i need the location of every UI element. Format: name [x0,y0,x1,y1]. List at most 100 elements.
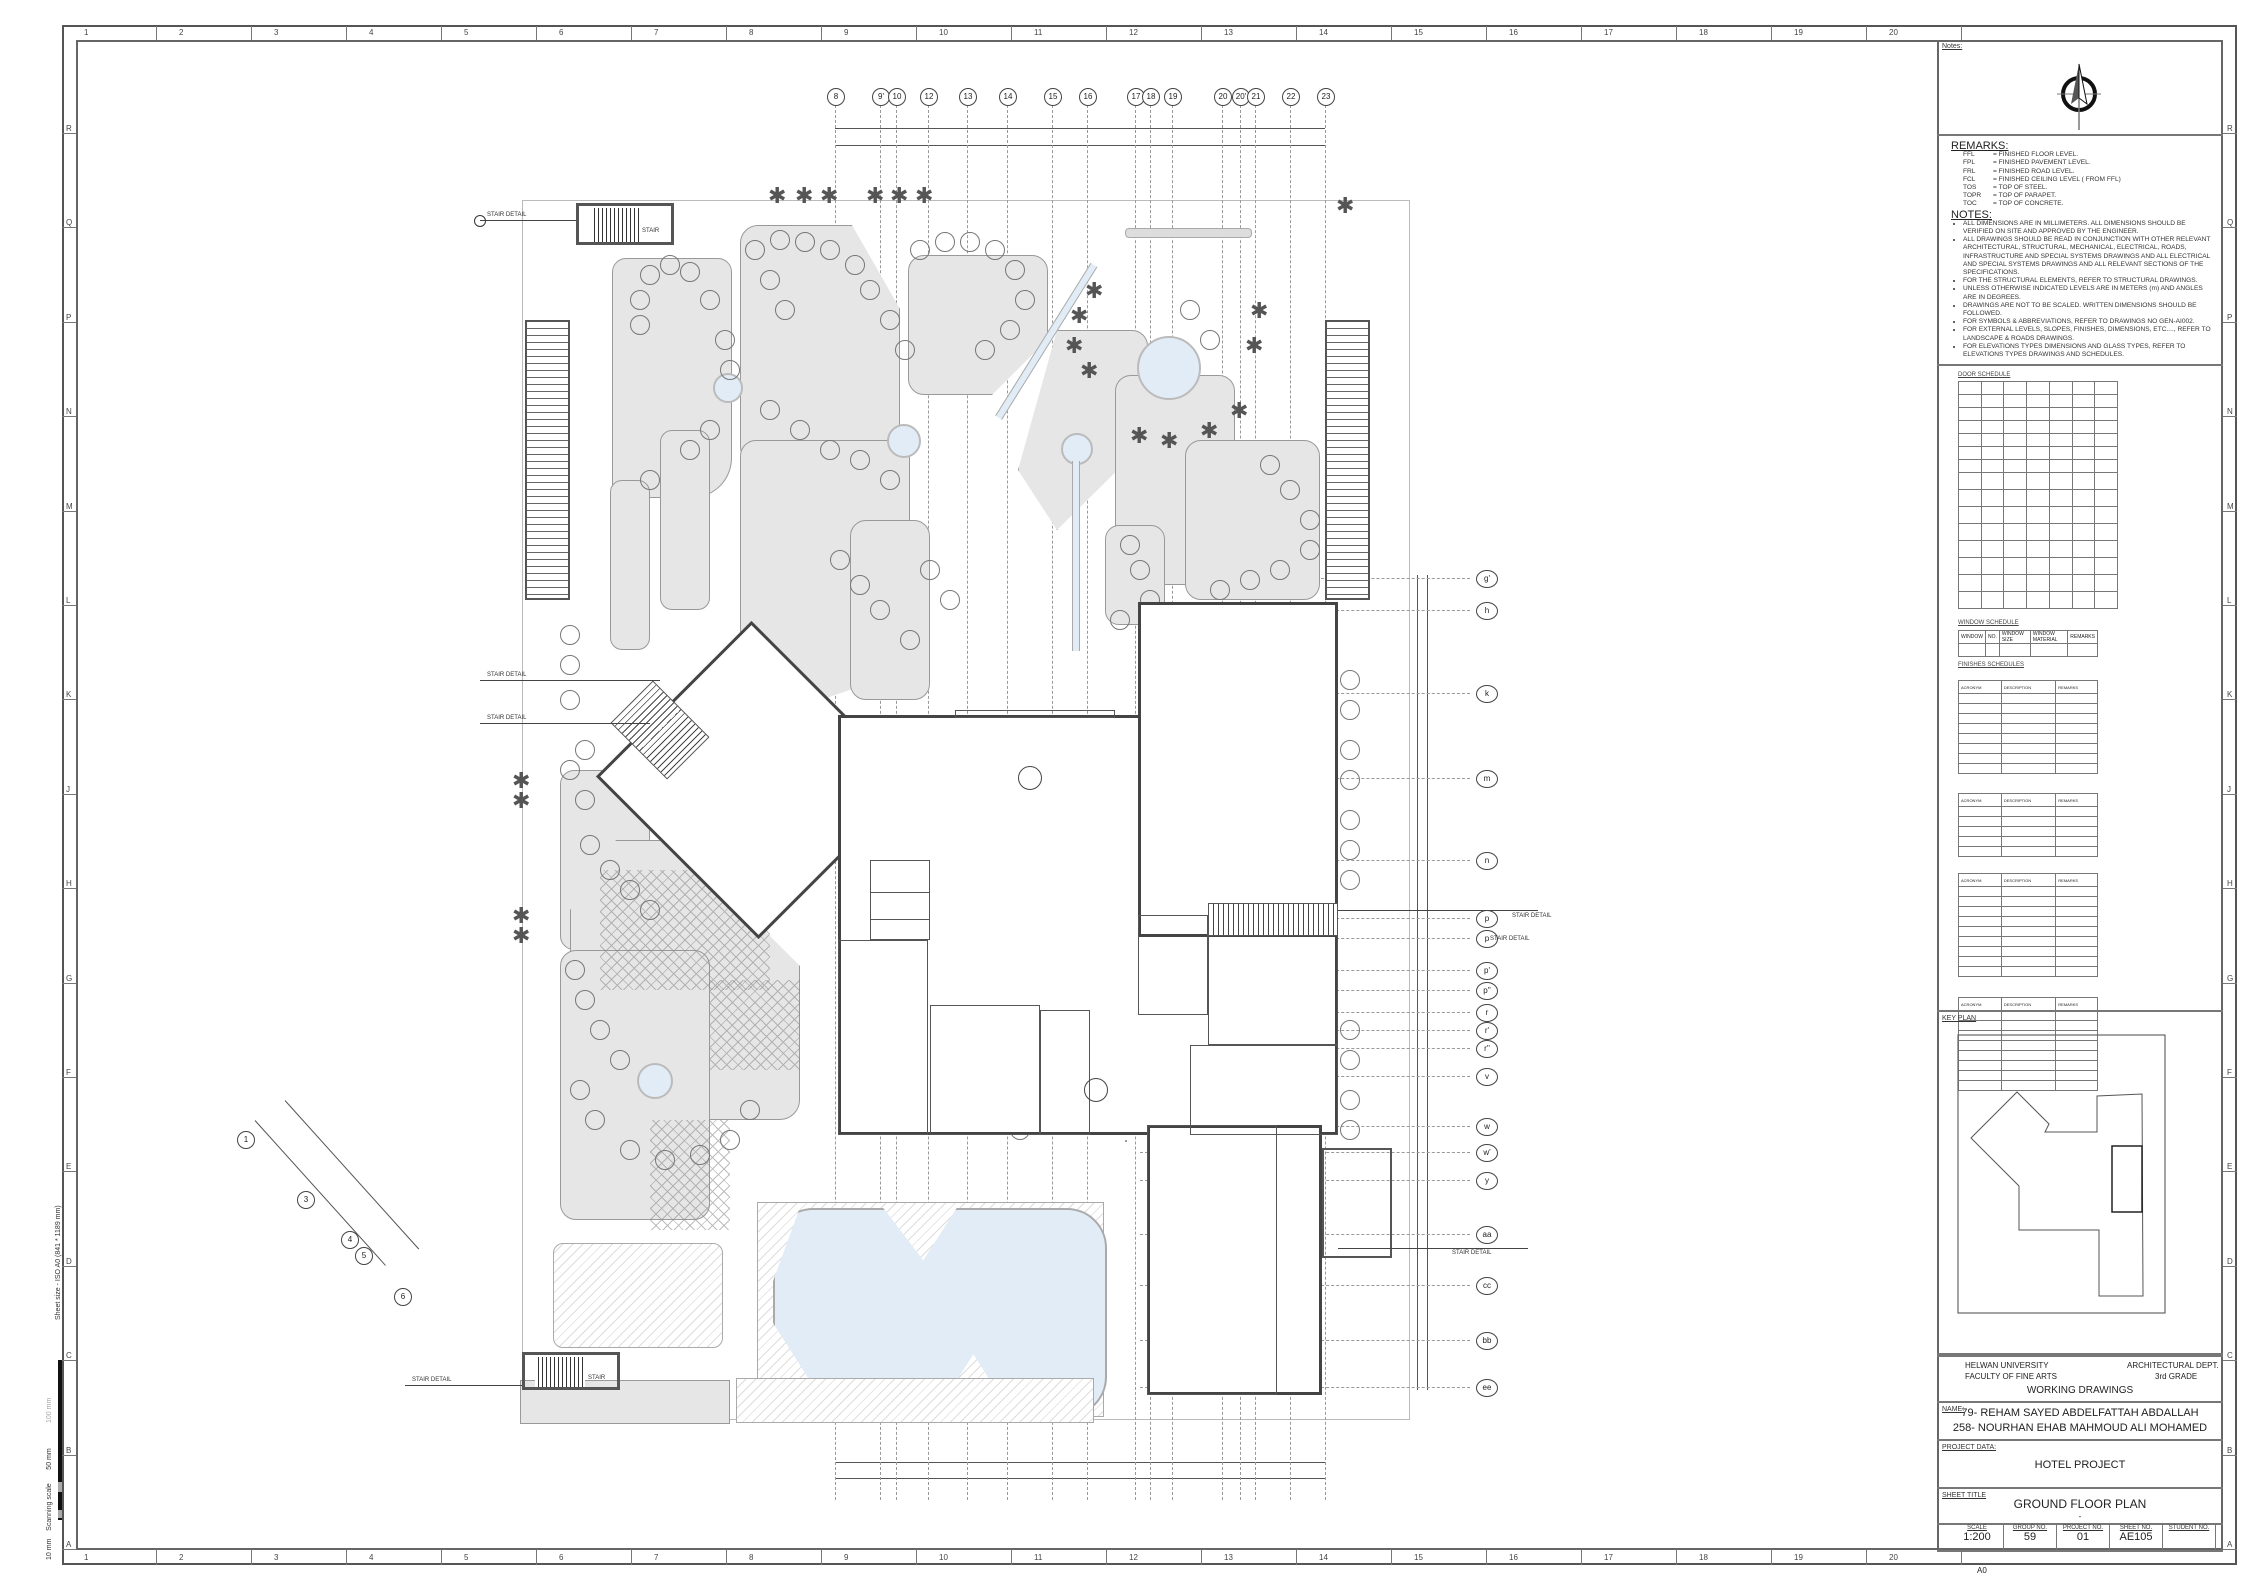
palm-icon: ✱ [512,768,531,793]
scale-mark-10: 10 mm [46,1538,53,1560]
title-field-group-no: GROUP NO.59 [2004,1525,2057,1552]
door-schedule-cell [1958,506,1982,524]
stair-detail-label: STAIR DETAIL [1512,913,1552,919]
window-header-no: NO. [1984,630,2000,644]
stair-label: STAIR [642,228,660,234]
stair-detail-label: STAIR DETAIL [487,212,527,218]
tree-icon [775,300,795,320]
finish-schedule-cell [2055,936,2098,947]
palm-icon: ✱ [1070,303,1089,328]
bench [1125,228,1252,238]
finish-schedule-cell [1958,906,2002,917]
grid-bubble: 13 [959,88,977,106]
margin-column-label: 2 [179,28,184,37]
margin-column-label: 13 [1224,28,1233,37]
remark-item: FFL= FINISHED FLOOR LEVEL. [1963,151,2215,159]
right-dimension-line-2 [1427,575,1428,1390]
grid-bubble: 5 [355,1247,373,1265]
lift-lobby [870,892,930,920]
door-schedule-cell [2048,540,2073,558]
tree-icon [690,1145,710,1165]
stair-detail-leader [1338,910,1538,911]
margin-column-cell [727,1550,822,1565]
tree-icon [1280,480,1300,500]
tree-icon [1300,510,1320,530]
finish-schedule-cell [2000,693,2057,704]
grid-bubble: 10 [888,88,906,106]
door-schedule-cell [2094,557,2118,575]
title-field-value: 1:200 [1963,1531,1991,1543]
finish-schedule-row [1958,836,2098,847]
door-schedule-cell [2071,472,2096,490]
door-schedule-cell [1958,591,1982,609]
margin-row-cell [2223,229,2237,323]
margin-column-label: 20 [1889,28,1898,37]
margin-column-label: 5 [464,1553,469,1562]
remarks-box: REMARKS: FFL= FINISHED FLOOR LEVEL.FPL= … [1937,136,2223,366]
finish-schedule-cell [2055,886,2098,897]
margin-column-label: 20 [1889,1553,1898,1562]
margin-row-label: A [2227,1540,2233,1549]
paved-strip [736,1378,1094,1423]
margin-column-label: 6 [559,28,564,37]
finish-schedule-cell [1958,826,2002,837]
sheet-title-label: SHEET TITLE [1942,1492,1987,1499]
door-schedule-cell [2071,446,2096,460]
tree-icon [1340,1090,1360,1110]
margin-column-label: 17 [1604,1553,1613,1562]
margin-column-cell [62,26,157,40]
margin-row-cell [62,1267,76,1362]
door-schedule-cell [1980,472,2005,490]
tree-icon [795,232,815,252]
tree-icon [880,470,900,490]
key-plan-box: KEY PLAN [1937,1010,2223,1355]
margin-column-label: 18 [1699,1553,1708,1562]
margin-column-label: 15 [1414,1553,1423,1562]
palm-icon: ✱ [512,923,531,948]
palm-icon: ✱ [820,183,839,208]
palm-icon: ✱ [1080,358,1099,383]
grid-bubble: 22 [1282,88,1300,106]
margin-row-cell [62,229,76,323]
north-arrow-icon [2057,63,2101,130]
stair-detail-leader [405,1385,522,1386]
door-schedule-cell [2094,591,2118,609]
finish-schedule-cell [1958,723,2002,734]
door-schedule-cell [2071,420,2096,434]
paved-court [553,1243,723,1348]
margin-column-cell [537,26,632,40]
door-schedule-cell [2094,523,2118,541]
window-header-remarks: REMARKS [2067,630,2098,644]
stair-label: STAIR [588,1375,606,1381]
finish-header-cell: REMARKS [2055,997,2098,1011]
door-schedule-cell [2048,420,2073,434]
margin-row-cell [62,134,76,229]
key-plan-diagram [1957,1034,2166,1314]
door-schedule-cell [2003,472,2028,490]
door-schedule-cell [1980,506,2005,524]
tree-icon [640,470,660,490]
palm-icon: ✱ [915,183,934,208]
margin-row-cell [2223,606,2237,701]
door-schedule-cell [2094,446,2118,460]
margin-row-label: M [66,501,73,511]
margin-column-cell [1772,26,1867,40]
margin-row-cell [62,606,76,701]
tree-icon [640,265,660,285]
grid-bubble: 23 [1317,88,1335,106]
tree-icon [700,290,720,310]
window-header-size: WINDOW SIZE [1998,630,2031,644]
drawing-type: WORKING DRAWINGS [2026,1385,2134,1396]
remark-abbr: TOC [1963,200,1977,208]
door-schedule-cell [1958,407,1982,421]
tree-icon [975,340,995,360]
finish-schedule-row [1958,1080,2098,1091]
landscape-bed [610,480,650,650]
tree-icon [760,270,780,290]
grid-bubble: p' [1476,962,1498,980]
margin-column-label: 11 [1034,1553,1043,1562]
stair-detail-label: STAIR DETAIL [487,715,527,721]
